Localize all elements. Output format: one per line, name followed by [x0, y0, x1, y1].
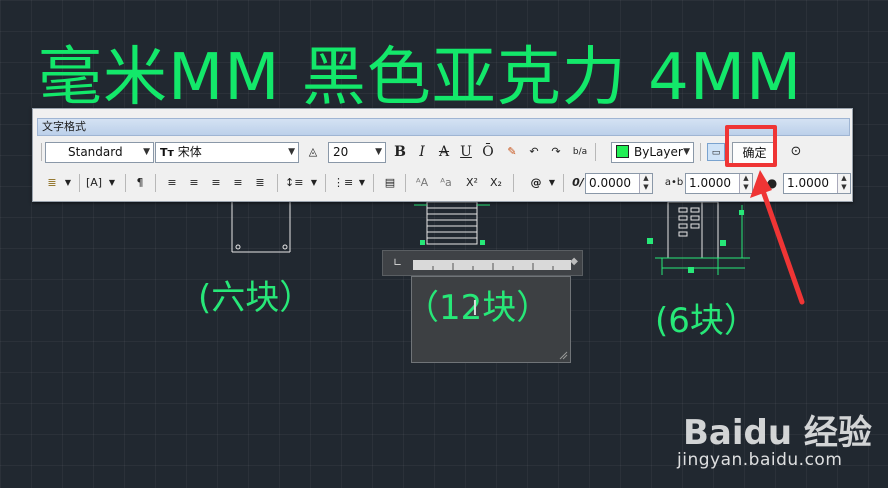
line-spacing-icon[interactable]: ↕≡ [285, 176, 304, 189]
stack-button[interactable]: b/a [572, 147, 588, 157]
insert-field-icon[interactable]: ▤ [384, 176, 396, 189]
numbering-icon[interactable]: ⋮≡ [333, 176, 354, 189]
spinner-arrows-icon[interactable]: ▲▼ [837, 174, 850, 193]
watermark-url: jingyan.baidu.com [677, 450, 843, 470]
paragraph-icon[interactable]: ¶ [136, 176, 144, 189]
align-center-icon[interactable]: ≡ [189, 176, 199, 189]
width-factor-input[interactable]: 1.0000 ▲▼ [783, 173, 851, 194]
spinner-arrows-icon[interactable]: ▲▼ [639, 174, 652, 193]
chevron-down-icon: ▼ [143, 147, 150, 157]
text-height-dropdown[interactable]: 20 ▼ [328, 142, 386, 163]
superscript-button[interactable]: X² [466, 176, 478, 189]
chevron-down-icon[interactable]: ▼ [108, 178, 116, 187]
tracking-icon: a•b [664, 177, 684, 188]
text-cursor-icon: I [472, 296, 478, 320]
bold-button[interactable]: B [394, 144, 406, 160]
redo-icon[interactable]: ↷ [551, 145, 561, 158]
italic-button[interactable]: I [419, 144, 425, 160]
resize-grip-icon[interactable] [558, 350, 568, 360]
toolbar-row-2: ≣ ▼ [A] ▼ ¶ ≡ ≡ ≡ ≡ ≣ ↕≡ ▼ ⋮≡ ▼ ▤ ᴬA ᴬa … [39, 171, 851, 195]
columns-icon[interactable]: ≣ [47, 176, 57, 189]
distribute-icon[interactable]: ≣ [255, 176, 265, 189]
label-12-pieces: （12块） [405, 288, 551, 328]
highlight-box [725, 125, 777, 167]
toolbar-row-1: Standard ▼ Tт 宋体 ▼ ◬ 20 ▼ B I A U Ō ✎ ↶ … [39, 140, 850, 164]
font-dropdown[interactable]: Tт 宋体 ▼ [155, 142, 299, 163]
uppercase-icon[interactable]: ᴬA [415, 176, 429, 189]
subscript-button[interactable]: X₂ [490, 176, 502, 189]
chevron-down-icon: ▼ [288, 147, 295, 157]
drawing-block-middle [414, 201, 490, 245]
drawing-block-right [647, 201, 750, 275]
ruler-scale[interactable] [413, 260, 571, 270]
text-formatting-toolbar: 文字格式 Standard ▼ Tт 宋体 ▼ ◬ 20 ▼ B I A U Ō… [32, 108, 853, 202]
ruler-ticks [432, 263, 554, 270]
label-6-pieces: (6块） [655, 301, 758, 341]
chevron-down-icon[interactable]: ▼ [64, 178, 72, 187]
ruler-diamond-icon[interactable]: ◆ [570, 256, 578, 267]
undo-icon[interactable]: ↶ [529, 145, 539, 158]
spinner-arrows-icon[interactable]: ▲▼ [739, 174, 752, 193]
strikethrough-button[interactable]: A [438, 144, 450, 160]
truetype-icon: Tт [160, 146, 174, 159]
ruler-toggle-icon[interactable]: ▭ [707, 143, 725, 161]
chevron-down-icon: ▼ [375, 147, 382, 157]
text-ruler[interactable]: ∟ ◆ [382, 250, 583, 276]
match-format-icon[interactable]: ✎ [507, 145, 517, 158]
width-factor-icon: ● [766, 176, 778, 190]
oblique-angle-input[interactable]: 0.0000 ▲▼ [585, 173, 653, 194]
options-chevron-icon[interactable]: ⊙ [790, 144, 802, 159]
overline-button[interactable]: Ō [482, 144, 494, 160]
underline-button[interactable]: U [460, 144, 472, 160]
align-right-icon[interactable]: ≡ [211, 176, 221, 189]
baidu-watermark-logo: Baidu 经验 [683, 413, 872, 453]
chevron-down-icon[interactable]: ▼ [358, 178, 366, 187]
lowercase-icon[interactable]: ᴬa [440, 176, 452, 189]
annotative-icon[interactable]: ◬ [308, 145, 318, 158]
drawing-title-text: 毫米MM 黑色亚克力 4MM [38, 41, 803, 115]
drawing-block-left [231, 202, 291, 253]
symbol-button[interactable]: @ [530, 176, 542, 189]
tracking-input[interactable]: 1.0000 ▲▼ [685, 173, 753, 194]
tab-stop-icon[interactable]: ∟ [393, 256, 403, 269]
chevron-down-icon[interactable]: ▼ [548, 178, 556, 187]
color-dropdown[interactable]: ByLayer ▼ [611, 142, 694, 163]
style-dropdown[interactable]: Standard ▼ [45, 142, 154, 163]
align-left-icon[interactable]: ≡ [167, 176, 177, 189]
chevron-down-icon: ▼ [683, 147, 690, 157]
color-swatch [616, 145, 629, 158]
justify-icon[interactable]: ≡ [233, 176, 243, 189]
chevron-down-icon[interactable]: ▼ [310, 178, 318, 187]
oblique-angle-icon: 0/ [572, 176, 584, 189]
justification-icon[interactable]: [A] [85, 176, 103, 189]
toolbar-titlebar[interactable]: 文字格式 [37, 118, 850, 136]
mtext-edit-box[interactable] [411, 276, 571, 363]
label-six-pieces: (六块） [198, 278, 314, 318]
